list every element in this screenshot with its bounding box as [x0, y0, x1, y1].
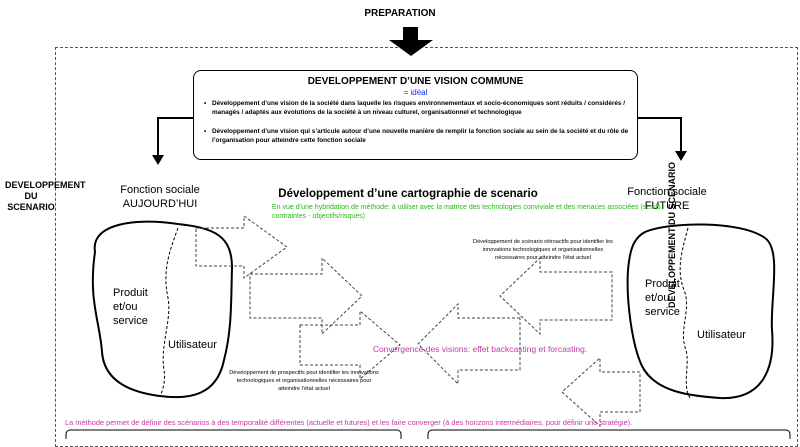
- left-elbow-arrow: [157, 117, 193, 157]
- arrow-left-2: [417, 302, 521, 386]
- vision-bullet-1: Développement d’une vision de la société…: [204, 100, 629, 117]
- vision-title: DEVELOPPEMENT D’UNE VISION COMMUNE: [307, 76, 524, 87]
- method-summary-text: La méthode permet de définir des scénari…: [65, 418, 633, 427]
- fonction-future-label: Fonction sociale FUTURE: [627, 186, 707, 212]
- preparation-label: PREPARATION: [364, 8, 436, 19]
- blob-right: [626, 223, 776, 400]
- left-elbow-head: [152, 155, 164, 165]
- arrow-right-1: [195, 215, 288, 279]
- arrow-left-1: [499, 256, 613, 336]
- right-elbow-head: [675, 151, 687, 161]
- fonction-today-label: Fonction sociale AUJOURD’HUI: [120, 184, 200, 210]
- blob-left-product-label: Produit et/ou service: [113, 287, 148, 327]
- bottom-box-right: [427, 429, 791, 439]
- cartography-title: Développement d’une cartographie de scen…: [278, 188, 538, 200]
- prospective-scenario-text: Développement de prospectifs pour identi…: [229, 370, 379, 392]
- vision-bullet-2: Développement d’une vision qui s’articul…: [204, 128, 629, 145]
- blob-right-user-label: Utilisateur: [697, 329, 746, 341]
- vision-box: DEVELOPPEMENT D’UNE VISION COMMUNE = idé…: [193, 70, 638, 160]
- right-elbow-arrow: [638, 117, 682, 153]
- blob-left-divider: [159, 227, 179, 397]
- bottom-box-left: [65, 429, 402, 439]
- side-label-left: DEVELOPPEMENT DU SCENARIO: [5, 180, 86, 212]
- arrow-left-3: [561, 356, 641, 428]
- arrow-right-3: [299, 309, 401, 381]
- blob-right-divider: [679, 227, 691, 399]
- arrow-right-2: [249, 256, 363, 336]
- blob-left-user-label: Utilisateur: [168, 339, 217, 351]
- convergence-text: Convergence des visions: effet backcasti…: [372, 344, 588, 354]
- top-down-arrow: [389, 27, 433, 56]
- blob-left: [91, 220, 234, 399]
- hybrid-method-text: En vue d’une hybridation de méthode: à u…: [272, 204, 665, 220]
- blob-right-product-label: Produit et/ou service: [645, 278, 680, 318]
- retroactive-scenario-text: Développement de scénario rétroactifs po…: [473, 239, 613, 261]
- vision-subtitle: = idéal: [403, 88, 428, 97]
